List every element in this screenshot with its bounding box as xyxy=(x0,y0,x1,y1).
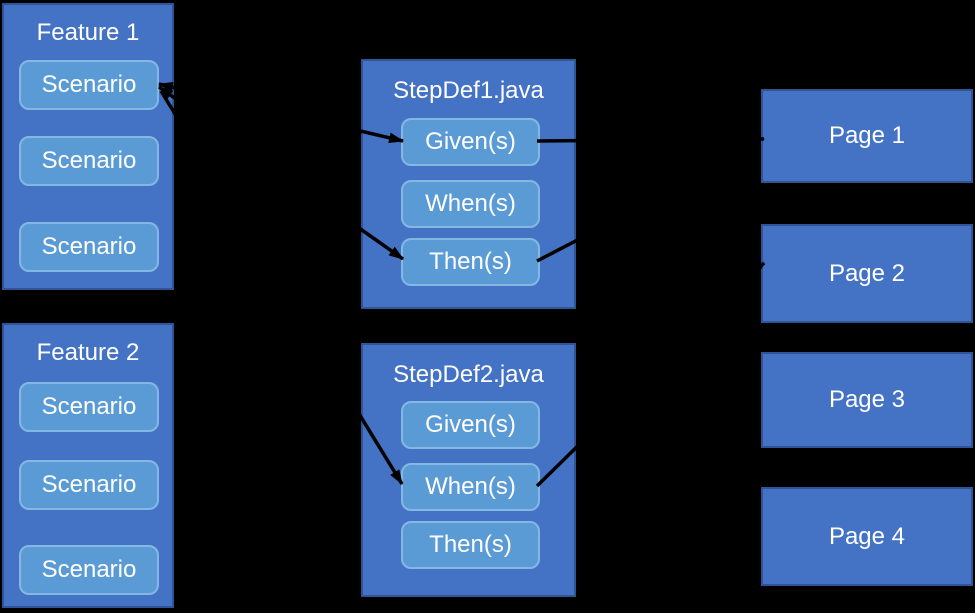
stepdef-2-title: StepDef2.java xyxy=(393,361,544,388)
feature-2-title: Feature 2 xyxy=(36,339,140,366)
feature-1-title: Feature 1 xyxy=(36,19,140,46)
stepdef-1-givens-node: Given(s) xyxy=(401,118,540,166)
stepdef-2-givens-node: Given(s) xyxy=(401,401,540,449)
page-2-node: Page 2 xyxy=(761,224,973,323)
feature-1-node: Feature 1 Scenario Scenario Scenario xyxy=(2,3,174,290)
page-4-node: Page 4 xyxy=(761,487,973,586)
stepdef-2-whens-node: When(s) xyxy=(401,463,540,511)
stepdef-2-thens-node: Then(s) xyxy=(401,521,540,569)
feature-2-scenario-1-node: Scenario xyxy=(19,382,159,432)
feature-1-scenario-3-node: Scenario xyxy=(19,222,159,272)
stepdef-1-whens-node: When(s) xyxy=(401,180,540,228)
stepdef-1-node: StepDef1.java Given(s) When(s) Then(s) xyxy=(361,59,576,309)
page-1-node: Page 1 xyxy=(761,89,973,183)
feature-2-scenario-3-node: Scenario xyxy=(19,545,159,595)
feature-1-scenario-1-node: Scenario xyxy=(19,60,159,110)
feature-1-scenario-2-node: Scenario xyxy=(19,136,159,186)
stepdef-1-thens-node: Then(s) xyxy=(401,238,540,286)
stepdef-1-title: StepDef1.java xyxy=(393,77,544,104)
page-3-node: Page 3 xyxy=(761,352,973,448)
feature-2-scenario-2-node: Scenario xyxy=(19,460,159,510)
stepdef-2-node: StepDef2.java Given(s) When(s) Then(s) xyxy=(361,343,576,597)
feature-2-node: Feature 2 Scenario Scenario Scenario xyxy=(2,323,174,608)
